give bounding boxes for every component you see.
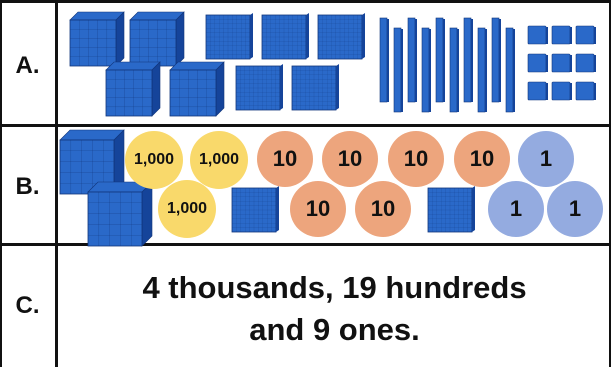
hundred-flat — [232, 186, 279, 232]
coin-thousand: 1,000 — [125, 131, 183, 189]
coin-ten: 10 — [290, 181, 346, 237]
thousand-cube — [88, 182, 152, 246]
row-c-line-1: 4 thousands, 19 hundreds — [58, 267, 611, 309]
coin-ten: 10 — [257, 131, 313, 187]
hundred-flat — [428, 186, 475, 232]
coin-one: 1 — [518, 131, 574, 187]
coin-ten: 10 — [322, 131, 378, 187]
coin-thousand: 1,000 — [158, 180, 216, 238]
coin-thousand: 1,000 — [190, 131, 248, 189]
coin-ten: 10 — [454, 131, 510, 187]
row-c-line-2: and 9 ones. — [58, 309, 611, 351]
coin-one: 1 — [547, 181, 603, 237]
coin-ten: 10 — [355, 181, 411, 237]
coin-one: 1 — [488, 181, 544, 237]
coin-ten: 10 — [388, 131, 444, 187]
